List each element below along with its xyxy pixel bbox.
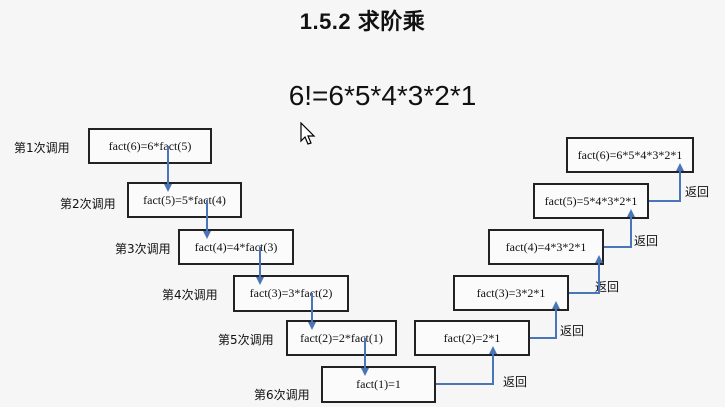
- mouse-cursor-icon: [300, 122, 316, 145]
- call-box-5: fact(2)=2*fact(1): [286, 320, 397, 356]
- return-arrow-4: [604, 209, 635, 248]
- call-label-3: 第3次调用: [115, 242, 171, 256]
- return-box-fact4: fact(4)=4*3*2*1: [488, 229, 604, 265]
- call-label-2: 第2次调用: [60, 197, 116, 211]
- call-label-1: 第1次调用: [14, 141, 70, 155]
- call-label-4: 第4次调用: [162, 288, 218, 302]
- return-box-fact2: fact(2)=2*1: [414, 320, 530, 356]
- call-box-2: fact(5)=5*fact(4): [127, 182, 242, 218]
- call-box-6: fact(1)=1: [321, 366, 436, 403]
- return-box-fact6: fact(6)=6*5*4*3*2*1: [566, 137, 694, 173]
- call-label-5: 第5次调用: [218, 333, 274, 347]
- return-label-5: 返回: [685, 185, 710, 199]
- return-label-1: 返回: [503, 375, 528, 389]
- return-box-fact3: fact(3)=3*2*1: [453, 275, 569, 311]
- factorial-formula: 6!=6*5*4*3*2*1: [288, 80, 477, 111]
- return-arrow-1: [436, 346, 497, 385]
- call-box-1: fact(6)=6*fact(5): [88, 128, 212, 164]
- return-label-3: 返回: [595, 280, 620, 294]
- call-box-3: fact(4)=4*fact(3): [178, 229, 294, 265]
- return-arrow-3: [569, 255, 603, 294]
- return-label-2: 返回: [560, 324, 585, 338]
- return-arrow-5: [649, 163, 684, 202]
- slide-title: 1.5.2 求阶乘: [299, 9, 426, 34]
- return-arrow-2: [530, 301, 560, 339]
- call-box-4: fact(3)=3*fact(2): [233, 275, 349, 312]
- call-label-6: 第6次调用: [254, 388, 310, 402]
- return-label-4: 返回: [634, 234, 659, 248]
